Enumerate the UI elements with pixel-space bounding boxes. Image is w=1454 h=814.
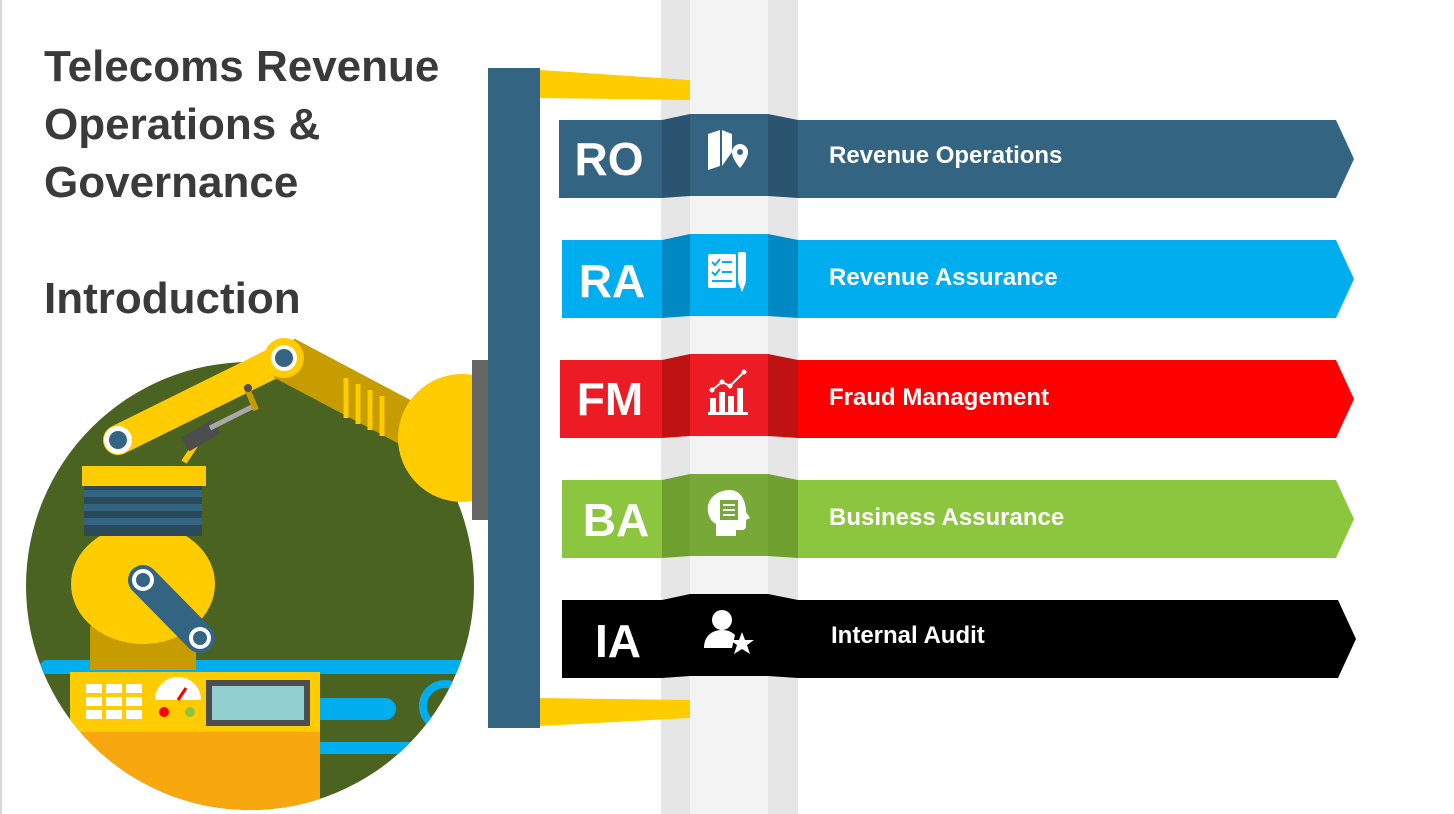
banner-shape [562, 474, 1354, 558]
banner-shape [559, 114, 1354, 198]
label-revenue-assurance: Revenue Assurance [829, 264, 1058, 291]
checklist-pen-icon [708, 252, 746, 292]
row-revenue-operations: RO Revenue Operations [0, 112, 1454, 212]
banner-shape [562, 594, 1356, 678]
abbr-ro: RO [574, 133, 644, 185]
page-subtitle: Introduction [44, 274, 301, 323]
row-revenue-assurance: RA Revenue Assurance [0, 232, 1454, 332]
map-pin-icon [708, 130, 748, 170]
page-title: Telecoms Revenue Operations & Governance [44, 42, 440, 207]
row-business-assurance: BA Business Assurance [0, 472, 1454, 572]
head-document-icon [707, 490, 750, 536]
abbr-ia: IA [595, 615, 641, 667]
row-internal-audit: IA Internal Audit [0, 592, 1454, 692]
user-star-icon [704, 610, 754, 654]
banner-shape [560, 354, 1354, 438]
banner-shape [562, 234, 1354, 318]
growth-chart-icon [708, 369, 748, 415]
abbr-ra: RA [578, 255, 646, 307]
label-business-assurance: Business Assurance [829, 504, 1065, 531]
label-internal-audit: Internal Audit [831, 622, 985, 649]
label-fraud-management: Fraud Management [829, 384, 1050, 411]
row-fraud-management: FM Fraud Management [0, 352, 1454, 452]
abbr-fm: FM [576, 373, 644, 425]
slide-left-border [0, 0, 2, 814]
abbr-ba: BA [582, 494, 650, 546]
label-revenue-operations: Revenue Operations [829, 142, 1063, 169]
